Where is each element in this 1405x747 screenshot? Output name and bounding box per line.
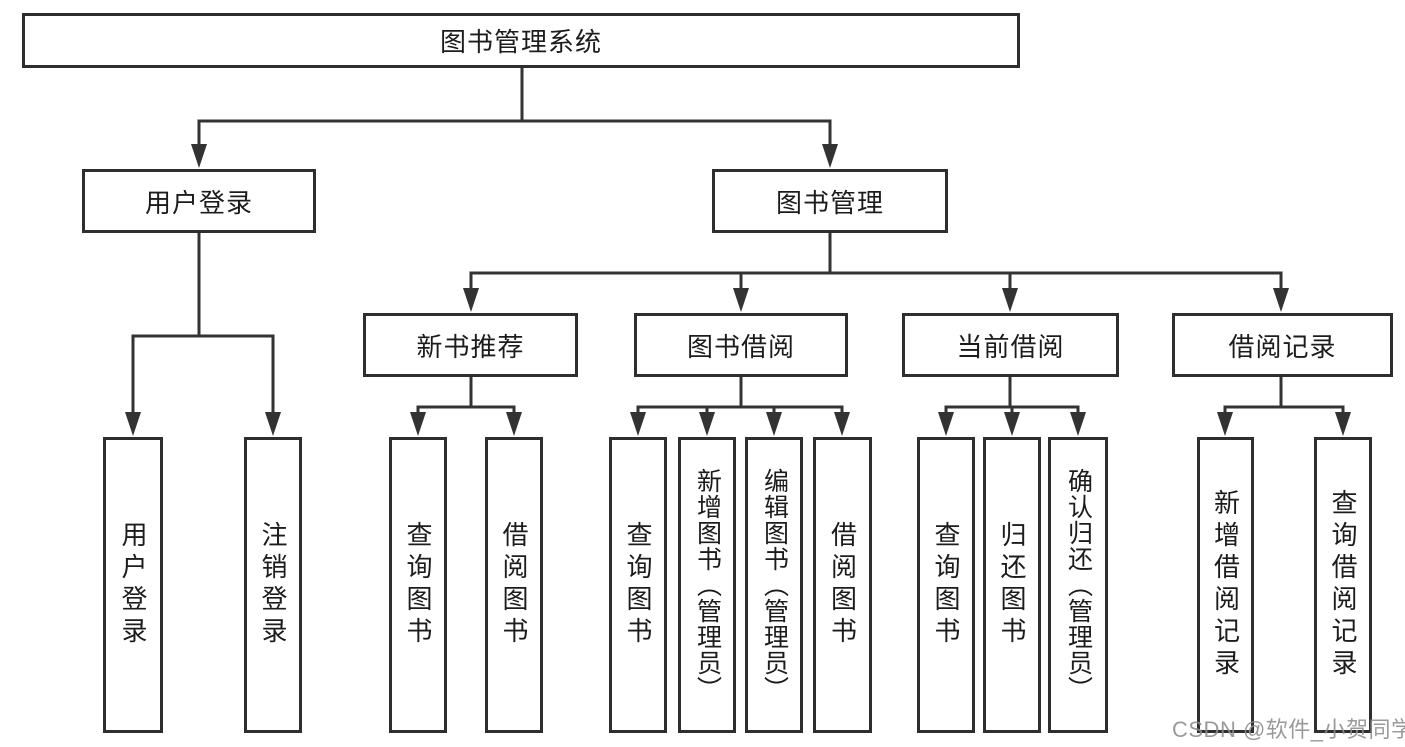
leaf-borrow-add-book-label: 新增图书（管理员） <box>693 468 722 702</box>
leaf-logout-label: 注销登录 <box>258 521 288 649</box>
leaf-borrow-query: 查询图书 <box>609 437 667 733</box>
leaf-borrow-edit-book: 编辑图书（管理员） <box>745 437 803 733</box>
leaf-newbooks-borrow-label: 借阅图书 <box>499 521 529 649</box>
leaf-borrow-add-book: 新增图书（管理员） <box>678 437 736 733</box>
leaf-borrow-book-label: 借阅图书 <box>827 521 858 649</box>
leaf-records-query: 查询借阅记录 <box>1314 437 1372 733</box>
leaf-current-query: 查询图书 <box>917 437 975 733</box>
leaf-current-confirm-return: 确认归还（管理员） <box>1048 437 1108 733</box>
node-borrow-records: 借阅记录 <box>1172 313 1393 377</box>
leaf-borrow-query-label: 查询图书 <box>623 521 653 649</box>
connector-root-to-level2 <box>191 66 838 168</box>
connector-book-mgmt-to-level3 <box>463 231 1289 312</box>
leaf-current-confirm-return-label: 确认归还（管理员） <box>1064 468 1093 702</box>
node-current-borrow: 当前借阅 <box>902 313 1119 377</box>
node-user-login: 用户登录 <box>82 169 316 233</box>
node-root: 图书管理系统 <box>22 13 1020 68</box>
connector-book-borrow-to-leaves <box>630 375 850 436</box>
csdn-watermark: CSDN @软件_小贺同学 <box>1172 717 1405 742</box>
leaf-records-add: 新增借阅记录 <box>1197 437 1254 733</box>
connector-new-books-to-leaves <box>410 375 522 436</box>
leaf-borrow-edit-book-label: 编辑图书（管理员） <box>760 468 789 702</box>
leaf-newbooks-query-label: 查询图书 <box>403 521 433 649</box>
leaf-current-query-label: 查询图书 <box>931 521 961 649</box>
leaf-records-add-label: 新增借阅记录 <box>1210 489 1241 681</box>
leaf-current-return: 归还图书 <box>983 437 1041 733</box>
connector-current-borrow-to-leaves <box>938 374 1086 436</box>
connector-borrow-records-to-leaves <box>1217 375 1351 436</box>
node-book-borrow: 图书借阅 <box>634 313 848 377</box>
leaf-records-query-label: 查询借阅记录 <box>1328 489 1358 681</box>
node-book-management: 图书管理 <box>712 169 948 233</box>
leaf-newbooks-query: 查询图书 <box>389 437 447 733</box>
leaf-current-return-label: 归还图书 <box>997 521 1027 649</box>
leaf-user-login: 用户登录 <box>103 437 163 733</box>
leaf-logout: 注销登录 <box>244 437 302 733</box>
connector-user-login-to-leaves <box>125 231 281 436</box>
leaf-newbooks-borrow: 借阅图书 <box>485 437 543 733</box>
leaf-user-login-label: 用户登录 <box>118 521 148 649</box>
node-new-book-recommend: 新书推荐 <box>363 313 578 377</box>
leaf-borrow-book: 借阅图书 <box>813 437 872 733</box>
